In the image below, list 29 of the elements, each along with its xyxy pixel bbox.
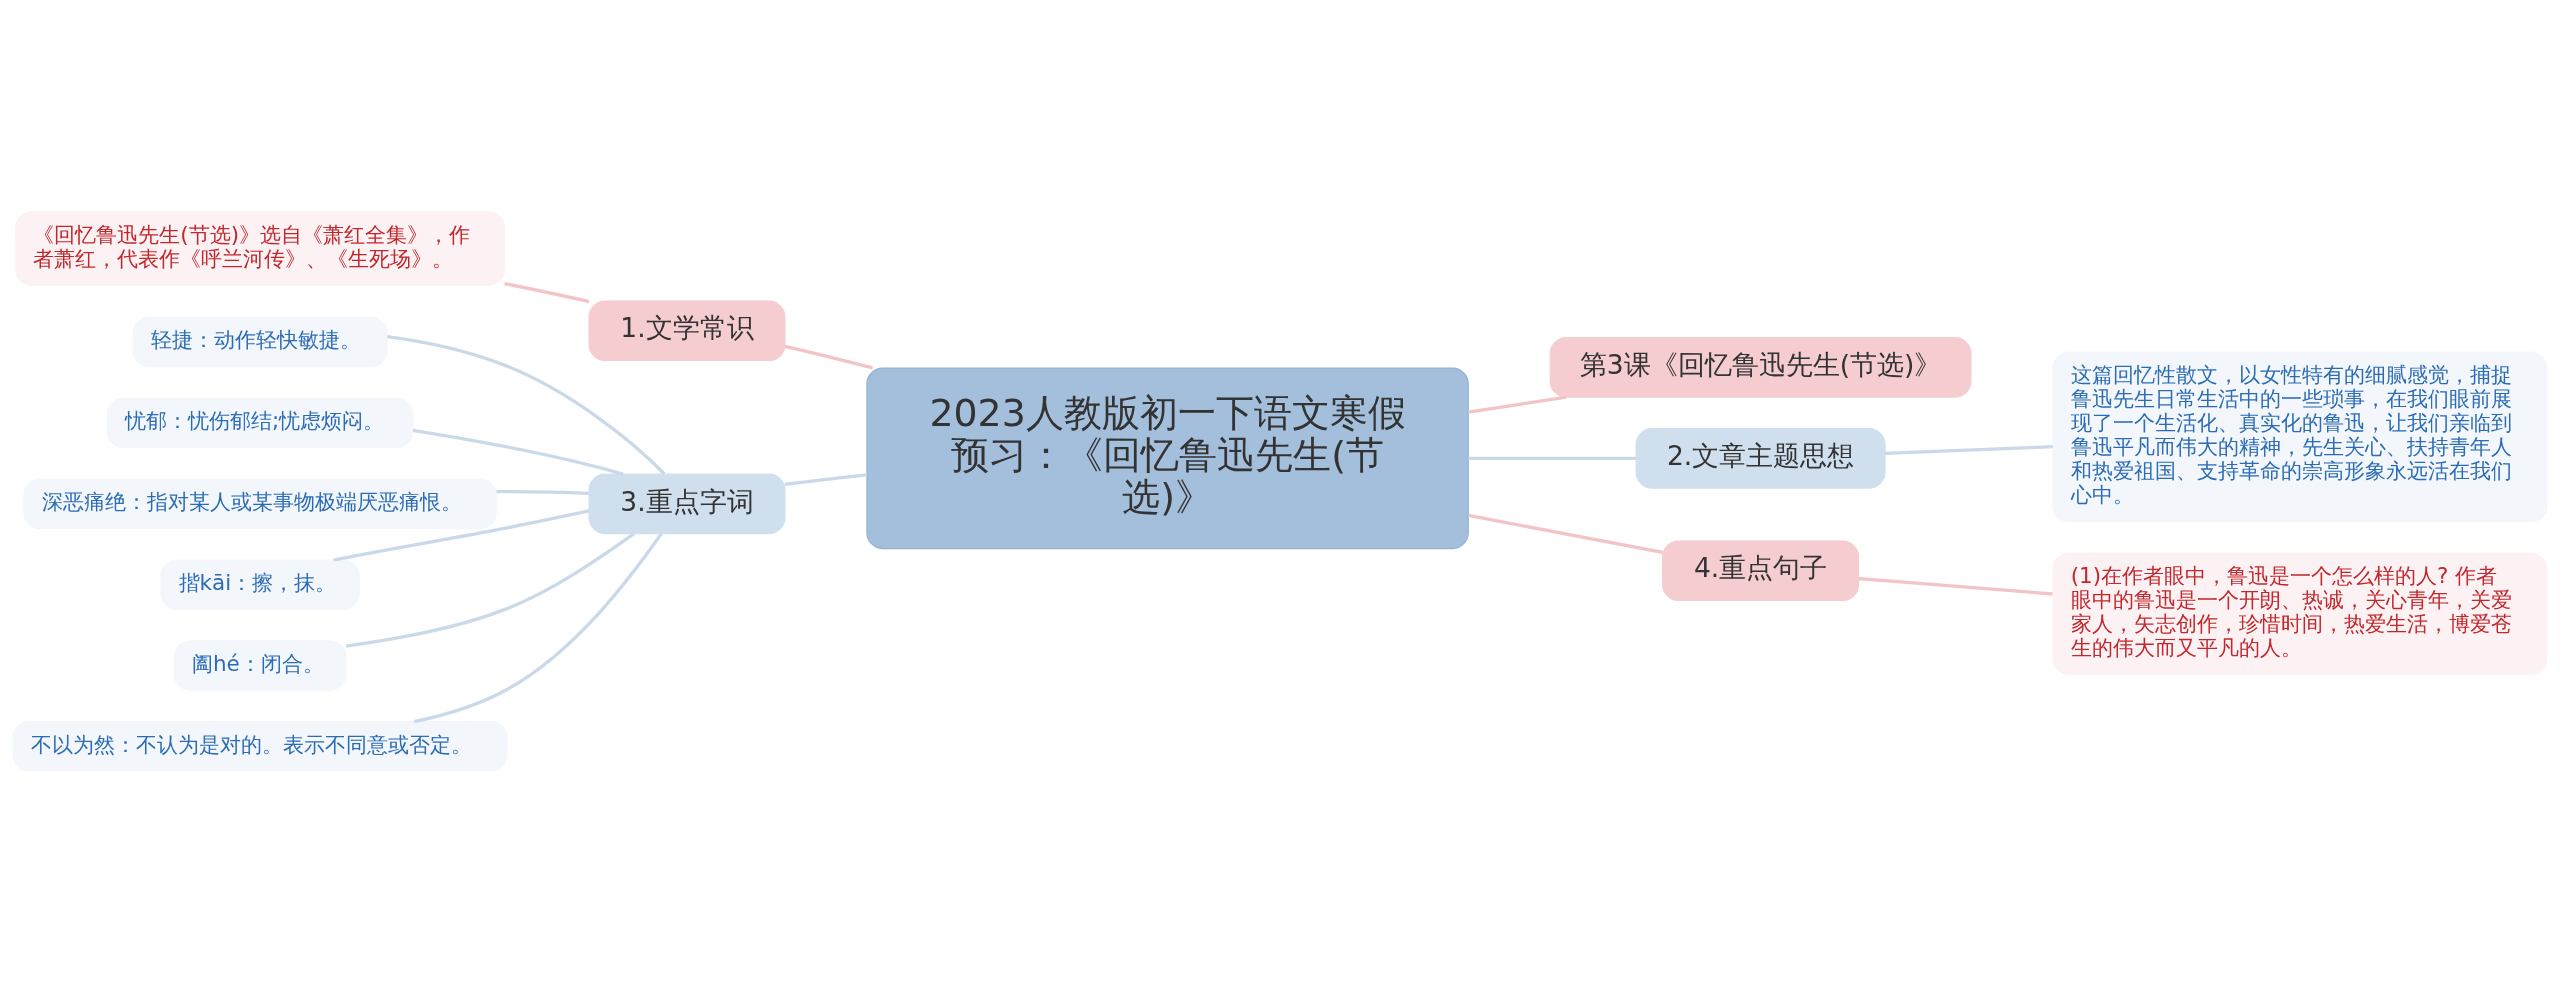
connector	[504, 281, 590, 304]
connector	[1468, 513, 1663, 554]
node-box: 忧郁：忧伤郁结;忧虑烦闷。	[106, 397, 414, 449]
node-box: 深恶痛绝：指对某人或某事物极端厌恶痛恨。	[23, 478, 497, 530]
node-box: 2.文章主题思想	[1635, 428, 1886, 489]
node-box: 不以为然：不认为是对的。表示不同意或否定。	[12, 721, 508, 772]
connector	[333, 509, 590, 562]
connector	[387, 334, 666, 476]
connector	[1858, 576, 2053, 596]
connector	[412, 428, 624, 476]
node-box: 2023人教版初一下语文寒假预习：《回忆鲁迅先生(节选)》	[866, 367, 1469, 550]
connector	[1884, 445, 2053, 456]
node-box: 3.重点字词	[588, 473, 786, 535]
connector	[413, 532, 663, 724]
connector	[784, 473, 867, 487]
connector	[1468, 395, 1567, 414]
node-box: 阖hé：闭合。	[173, 640, 347, 691]
connector	[1468, 456, 1636, 460]
node-box: 4.重点句子	[1662, 540, 1860, 602]
node-box: 这篇回忆性散文，以女性特有的细腻感觉，捕捉鲁迅先生日常生活中的一些琐事，在我们眼前展现了一个生活化、真实化的鲁迅，让我们亲临到鲁迅平凡而伟大的精神，先生关心、扶持青年人和热爱祖国、支持革命的崇高形象永远活在我们心中。	[2052, 351, 2548, 523]
node-box: 轻捷：动作轻快敏捷。	[132, 316, 388, 368]
node-box: 揩kāi：擦，抹。	[160, 559, 360, 610]
connector	[496, 489, 589, 495]
node-box: 第3课《回忆鲁迅先生(节选)》	[1549, 337, 1972, 398]
node-box: 1.文学常识	[588, 300, 786, 362]
node-box: (1)在作者眼中，鲁迅是一个怎么样的人? 作者眼中的鲁迅是一个开朗、热诚，关心青年，关爱家人，矢志创作，珍惜时间，热爱生活，博爱苍生的伟大而又平凡的人。	[2052, 552, 2548, 675]
connector	[346, 532, 635, 648]
connector	[784, 344, 873, 370]
node-box: 《回忆鲁迅先生(节选)》选自《萧红全集》，作者萧红，代表作《呼兰河传》、《生死场》。	[15, 211, 506, 286]
